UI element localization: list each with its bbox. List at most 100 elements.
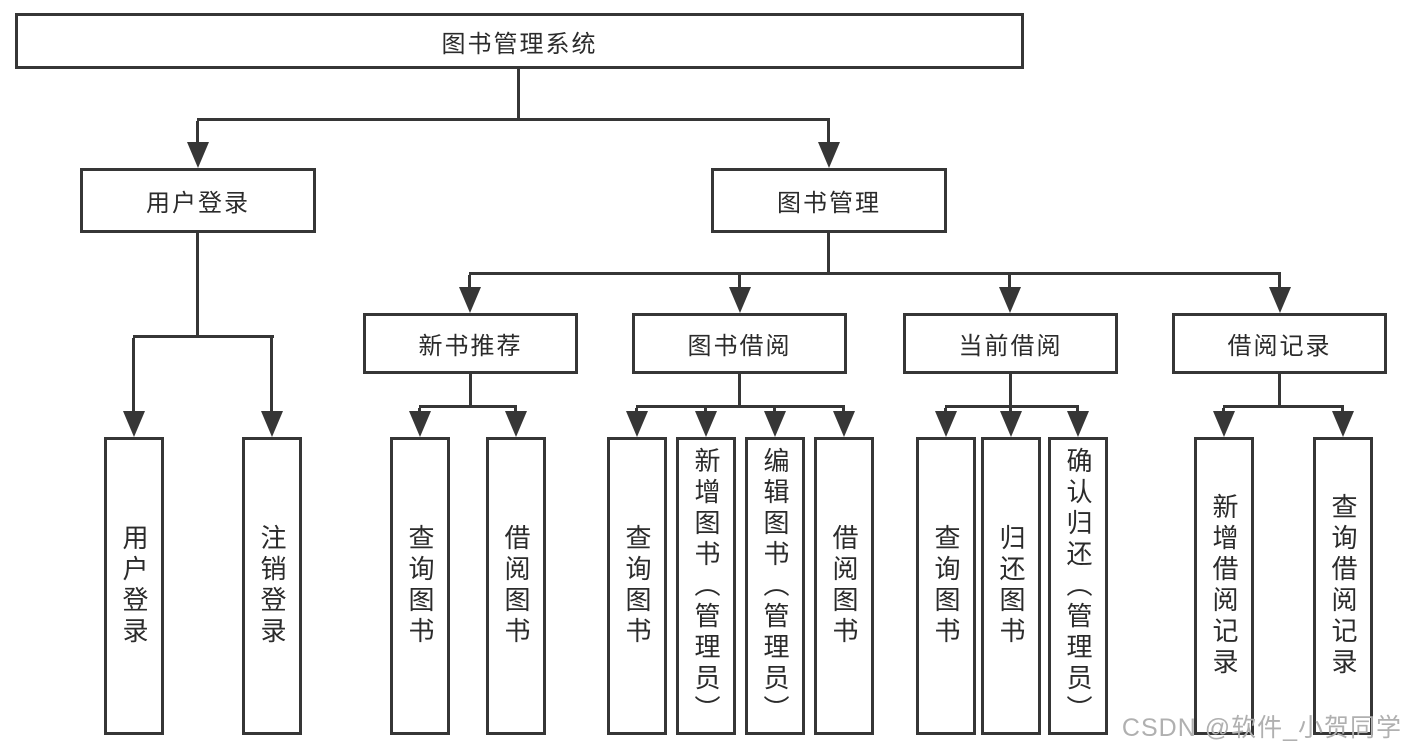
arrow-down-icon (261, 411, 283, 437)
connector-vline (738, 374, 741, 408)
node-current-borrowing: 当前借阅 (903, 313, 1118, 374)
connector-hline (197, 118, 830, 121)
arrow-down (764, 408, 786, 437)
connector-hline (636, 405, 845, 408)
arrow-down-icon (187, 142, 209, 168)
arrow-down-icon (1067, 411, 1089, 437)
connector-vline (517, 69, 520, 121)
leaf-user-login: 用户登录 (104, 437, 164, 735)
arrow-down (999, 275, 1021, 313)
arrow-down (1067, 408, 1089, 437)
arrow-down (459, 275, 481, 313)
arrow-down-icon (999, 287, 1021, 313)
arrow-down (695, 408, 717, 437)
leaf-logout: 注销登录 (242, 437, 302, 735)
arrow-down-icon (626, 411, 648, 437)
node-user-login: 用户登录 (80, 168, 316, 233)
connector-hline (945, 405, 1079, 408)
leaf-query-borrow-record: 查询借阅记录 (1313, 437, 1373, 735)
arrow-down (818, 121, 840, 168)
leaf-query-books-current-label: 查询图书 (931, 524, 961, 648)
arrow-down (1213, 408, 1235, 437)
arrow-down-icon (1213, 411, 1235, 437)
connector-hline (133, 335, 274, 338)
arrow-down-icon (409, 411, 431, 437)
leaf-edit-book-admin: 编辑图书（管理员） (745, 437, 805, 735)
node-book-borrowing: 图书借阅 (632, 313, 847, 374)
arrow-down (935, 408, 957, 437)
leaf-add-book-admin-label: 新增图书（管理员） (691, 446, 721, 726)
arrow-down (729, 275, 751, 313)
connector-vline (1278, 374, 1281, 408)
arrow-down-icon (818, 142, 840, 168)
leaf-edit-book-admin-label: 编辑图书（管理员） (760, 446, 790, 726)
arrow-down-icon (729, 287, 751, 313)
leaf-confirm-return-admin: 确认归还（管理员） (1048, 437, 1108, 735)
arrow-down-icon (1000, 411, 1022, 437)
arrow-down-icon (764, 411, 786, 437)
node-book-management-label: 图书管理 (777, 190, 881, 217)
connector-shaft (468, 275, 471, 291)
leaf-query-books-current: 查询图书 (916, 437, 976, 735)
arrow-down (1000, 408, 1022, 437)
leaf-borrow-books-borrowing-label: 借阅图书 (829, 524, 859, 648)
arrow-down (261, 338, 283, 437)
connector-vline (196, 233, 199, 338)
node-library-system-label: 图书管理系统 (441, 30, 598, 58)
leaf-logout-label: 注销登录 (257, 524, 287, 648)
connector-shaft (196, 121, 199, 146)
leaf-query-books-recommend-label: 查询图书 (405, 524, 435, 648)
connector-vline (827, 233, 830, 275)
arrow-down-icon (459, 287, 481, 313)
watermark: CSDN @软件_小贺同学 (1121, 714, 1402, 742)
arrow-down (409, 408, 431, 437)
arrow-down-icon (695, 411, 717, 437)
leaf-add-borrow-record-label: 新增借阅记录 (1209, 493, 1239, 679)
leaf-query-books-borrowing: 查询图书 (607, 437, 667, 735)
leaf-borrow-books-borrowing: 借阅图书 (814, 437, 874, 735)
arrow-down (187, 121, 209, 168)
node-borrowing-records-label: 借阅记录 (1227, 333, 1332, 360)
arrow-down (505, 408, 527, 437)
connector-shaft (270, 338, 273, 415)
arrow-down-icon (935, 411, 957, 437)
connector-vline (469, 374, 472, 408)
node-book-borrowing-label: 图书借阅 (687, 333, 792, 360)
leaf-add-borrow-record: 新增借阅记录 (1194, 437, 1254, 735)
arrow-down (1332, 408, 1354, 437)
arrow-down-icon (1269, 287, 1291, 313)
arrow-down-icon (833, 411, 855, 437)
arrow-down (1269, 275, 1291, 313)
connector-shaft (132, 338, 135, 415)
node-user-login-label: 用户登录 (146, 190, 250, 217)
leaf-borrow-books-recommend: 借阅图书 (486, 437, 546, 735)
arrow-down-icon (1332, 411, 1354, 437)
leaf-confirm-return-admin-label: 确认归还（管理员） (1063, 446, 1093, 726)
arrow-down (833, 408, 855, 437)
leaf-return-book: 归还图书 (981, 437, 1041, 735)
leaf-query-books-recommend: 查询图书 (390, 437, 450, 735)
arrow-down (123, 338, 145, 437)
arrow-down (626, 408, 648, 437)
connector-hline (419, 405, 517, 408)
connector-shaft (738, 275, 741, 291)
leaf-add-book-admin: 新增图书（管理员） (676, 437, 736, 735)
leaf-user-login-label: 用户登录 (119, 524, 149, 648)
arrow-down-icon (123, 411, 145, 437)
connector-hline (469, 272, 1281, 275)
connector-shaft (1278, 275, 1281, 291)
node-new-book-recommend-label: 新书推荐 (418, 333, 523, 360)
arrow-down-icon (505, 411, 527, 437)
node-borrowing-records: 借阅记录 (1172, 313, 1387, 374)
connector-shaft (1008, 275, 1011, 291)
leaf-borrow-books-recommend-label: 借阅图书 (501, 524, 531, 648)
leaf-query-books-borrowing-label: 查询图书 (622, 524, 652, 648)
connector-vline (1009, 374, 1012, 408)
leaf-return-book-label: 归还图书 (996, 524, 1026, 648)
connector-hline (1223, 405, 1344, 408)
connector-shaft (827, 121, 830, 146)
node-library-system: 图书管理系统 (15, 13, 1024, 69)
node-current-borrowing-label: 当前借阅 (958, 333, 1063, 360)
node-new-book-recommend: 新书推荐 (363, 313, 578, 374)
